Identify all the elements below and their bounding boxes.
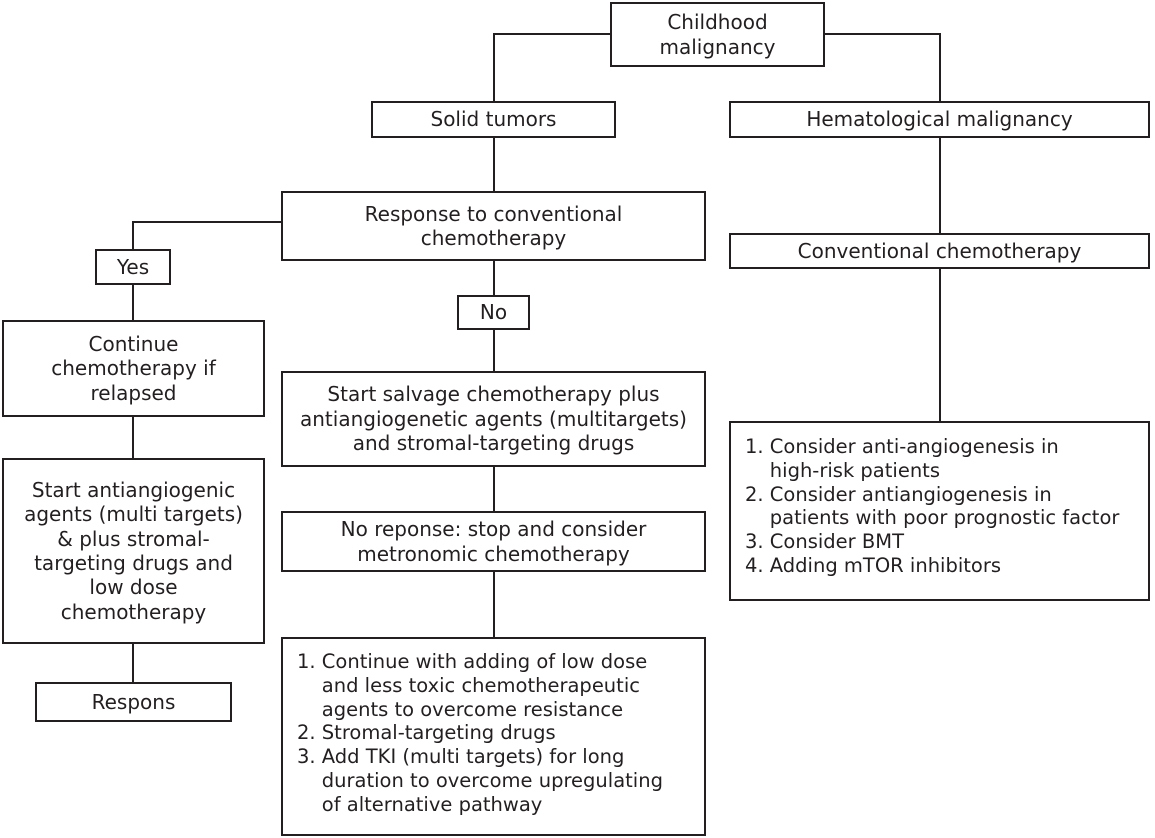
node-hematological-malignancy[interactable]: Hematological malignancy <box>729 101 1150 138</box>
connector-root-to-solid-tumors <box>493 33 495 103</box>
node-yes-label: Yes <box>116 254 150 279</box>
node-start-antiangiogenic-agents-label: Start antiangiogenic agents (multi targe… <box>24 477 243 624</box>
node-solid-tumor-options-label: 1. Continue with adding of low dose and … <box>297 650 663 816</box>
node-respons[interactable]: Respons <box>35 682 232 722</box>
node-no-reponse-stop-consider-label: No reponse: stop and consider metronomic… <box>340 517 647 566</box>
connector-response-to-yes-vertical <box>132 221 134 250</box>
connector-no-reponse-to-options <box>493 571 495 638</box>
connector-yes-to-continue <box>132 284 134 322</box>
node-childhood-malignancy-label: Childhood malignancy <box>659 10 776 59</box>
node-respons-label: Respons <box>91 689 176 714</box>
connector-continue-to-start-antiangiogenic <box>132 415 134 458</box>
node-solid-tumors-label: Solid tumors <box>430 107 557 132</box>
node-no[interactable]: No <box>457 295 530 330</box>
node-start-salvage-chemotherapy-label: Start salvage chemotherapy plus antiangi… <box>300 382 687 456</box>
node-hematological-malignancy-label: Hematological malignancy <box>806 107 1073 132</box>
node-continue-chemotherapy-if-relapsed-label: Continue chemotherapy if relapsed <box>51 331 216 405</box>
node-response-to-conventional-chemotherapy[interactable]: Response to conventional chemotherapy <box>281 191 706 261</box>
connector-antiangiogenic-to-respons <box>132 643 134 683</box>
connector-no-to-salvage <box>493 329 495 373</box>
node-solid-tumor-options[interactable]: 1. Continue with adding of low dose and … <box>281 637 706 836</box>
node-hematological-options[interactable]: 1. Consider anti-angiogenesis in high-ri… <box>729 421 1150 601</box>
node-conventional-chemotherapy[interactable]: Conventional chemotherapy <box>729 233 1150 269</box>
node-response-to-conventional-chemotherapy-label: Response to conventional chemotherapy <box>364 201 623 250</box>
node-solid-tumors[interactable]: Solid tumors <box>371 101 616 138</box>
node-continue-chemotherapy-if-relapsed[interactable]: Continue chemotherapy if relapsed <box>2 320 265 417</box>
node-hematological-options-label: 1. Consider anti-angiogenesis in high-ri… <box>745 435 1120 577</box>
node-start-antiangiogenic-agents[interactable]: Start antiangiogenic agents (multi targe… <box>2 458 265 644</box>
node-start-salvage-chemotherapy[interactable]: Start salvage chemotherapy plus antiangi… <box>281 371 706 467</box>
connector-root-to-hematological <box>939 33 941 103</box>
node-yes[interactable]: Yes <box>95 249 171 285</box>
connector-response-to-no <box>493 260 495 296</box>
node-conventional-chemotherapy-label: Conventional chemotherapy <box>797 238 1082 263</box>
connector-solid-tumors-to-response <box>493 136 495 192</box>
node-no-label: No <box>479 300 508 325</box>
connector-conventional-to-options <box>939 268 941 422</box>
connector-salvage-to-no-reponse <box>493 465 495 511</box>
node-childhood-malignancy[interactable]: Childhood malignancy <box>610 2 825 67</box>
connector-response-to-yes-horizontal <box>132 221 284 223</box>
connector-hematological-to-conventional <box>939 136 941 234</box>
node-no-reponse-stop-consider[interactable]: No reponse: stop and consider metronomic… <box>281 511 706 572</box>
